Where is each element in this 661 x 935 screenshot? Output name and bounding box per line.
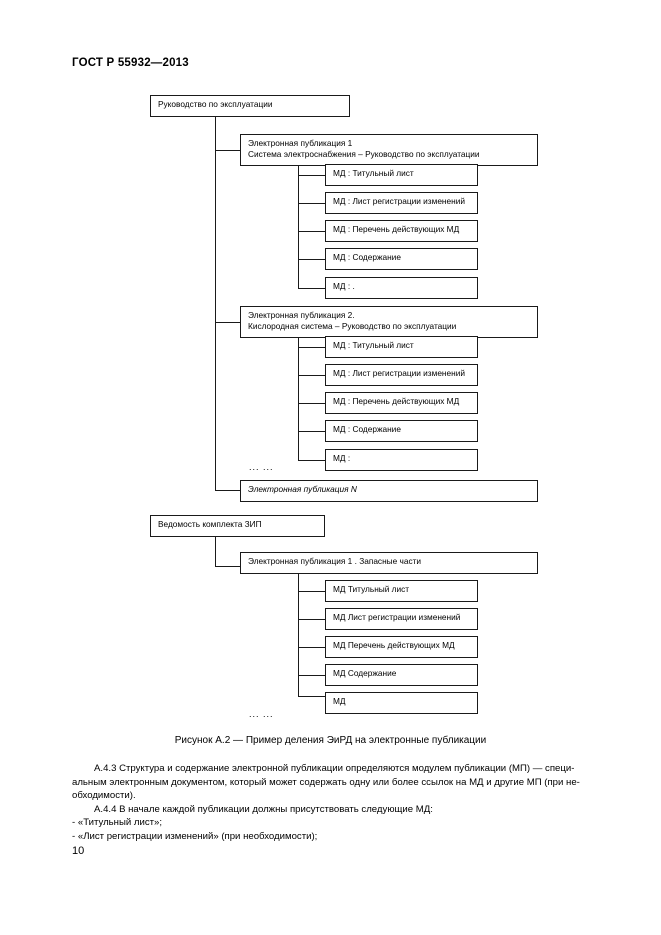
module-stub-z1-m4 [298, 675, 325, 676]
publication-node-zip: Электронная публикация 1 . Запасные част… [240, 552, 538, 574]
publication-node-last: Электронная публикация N [240, 480, 538, 502]
module-node-p2-m1: МД : Титульный лист [325, 336, 478, 358]
page-number: 10 [72, 845, 85, 857]
module-stub-z1-m5 [298, 696, 325, 697]
figure-caption: Рисунок А.2 — Пример деления ЭиРД на эле… [174, 735, 487, 746]
module-node-z1-m3: МД Перечень действующих МД [325, 636, 478, 658]
module-node-z1-m2: МД Лист регистрации изменений [325, 608, 478, 630]
publication-title-line2: Кислородная система – Руководство по экс… [248, 321, 457, 331]
paragraph-a43-line1: А.4.3 Структура и содержание электронной… [94, 763, 575, 774]
module-stub-p1-m5 [298, 288, 325, 289]
trunk-line-section2 [215, 537, 216, 566]
publication-last-label: Электронная публикация N [248, 484, 357, 494]
module-stub-p2-m2 [298, 375, 325, 376]
ellipsis-marker-section1: ... ... [249, 462, 274, 472]
branch-line-pub2 [215, 322, 240, 323]
paragraph-a43-line2: альным электронным документом, который м… [72, 776, 580, 788]
module-node-p1-m3: МД : Перечень действующих МД [325, 220, 478, 242]
module-stub-p1-m1 [298, 175, 325, 176]
module-stub-p1-m4 [298, 259, 325, 260]
module-node-z1-m1: МД Титульный лист [325, 580, 478, 602]
module-stub-p2-m1 [298, 347, 325, 348]
module-node-p2-m4: МД : Содержание [325, 420, 478, 442]
root-node-spare-parts-list: Ведомость комплекта ЗИП [150, 515, 325, 537]
standard-header: ГОСТ Р 55932—2013 [72, 57, 189, 69]
module-node-p1-m5: МД : . [325, 277, 478, 299]
figure-diagram: Руководство по эксплуатации Электронная … [150, 95, 538, 719]
module-node-p1-m4: МД : Содержание [325, 248, 478, 270]
module-trunk-pub2 [298, 338, 299, 461]
module-node-p2-m2: МД : Лист регистрации изменений [325, 364, 478, 386]
module-trunk-pub-zip [298, 574, 299, 697]
module-stub-p1-m2 [298, 203, 325, 204]
list-item-title-page: - «Титульный лист»; [72, 817, 163, 829]
module-stub-p1-m3 [298, 231, 325, 232]
module-node-p1-m1: МД : Титульный лист [325, 164, 478, 186]
branch-line-pub1 [215, 150, 240, 151]
module-stub-p2-m4 [298, 431, 325, 432]
trunk-line-section1 [215, 117, 216, 491]
module-node-z1-m4: МД Содержание [325, 664, 478, 686]
branch-line-pubN [215, 490, 240, 491]
module-stub-z1-m1 [298, 591, 325, 592]
ellipsis-marker-section2: ... ... [249, 709, 274, 719]
paragraph-a44: А.4.4 В начале каждой публикации должны … [94, 803, 433, 815]
module-node-p2-m5: МД : [325, 449, 478, 471]
root-node-operation-manual: Руководство по эксплуатации [150, 95, 350, 117]
publication-node-1: Электронная публикация 1 Система электро… [240, 134, 538, 166]
body-text-block: А.4.3 Структура и содержание электронной… [72, 762, 589, 844]
module-stub-p2-m5 [298, 460, 325, 461]
branch-line-pub-zip [215, 566, 240, 567]
module-node-z1-m5: МД [325, 692, 478, 714]
list-item-change-record: - «Лист регистрации изменений» (при необ… [72, 830, 318, 842]
publication-title-line1: Электронная публикация 1 [248, 138, 353, 148]
module-stub-p2-m3 [298, 403, 325, 404]
publication-node-2: Электронная публикация 2. Кислородная си… [240, 306, 538, 338]
module-stub-z1-m3 [298, 647, 325, 648]
publication-title-line1: Электронная публикация 2. [248, 310, 355, 320]
module-node-p1-m2: МД : Лист регистрации изменений [325, 192, 478, 214]
module-trunk-pub1 [298, 166, 299, 289]
publication-title-line2: Система электроснабжения – Руководство п… [248, 149, 480, 159]
module-stub-z1-m2 [298, 619, 325, 620]
paragraph-a43-line3: обходимости). [72, 790, 136, 802]
module-node-p2-m3: МД : Перечень действующих МД [325, 392, 478, 414]
